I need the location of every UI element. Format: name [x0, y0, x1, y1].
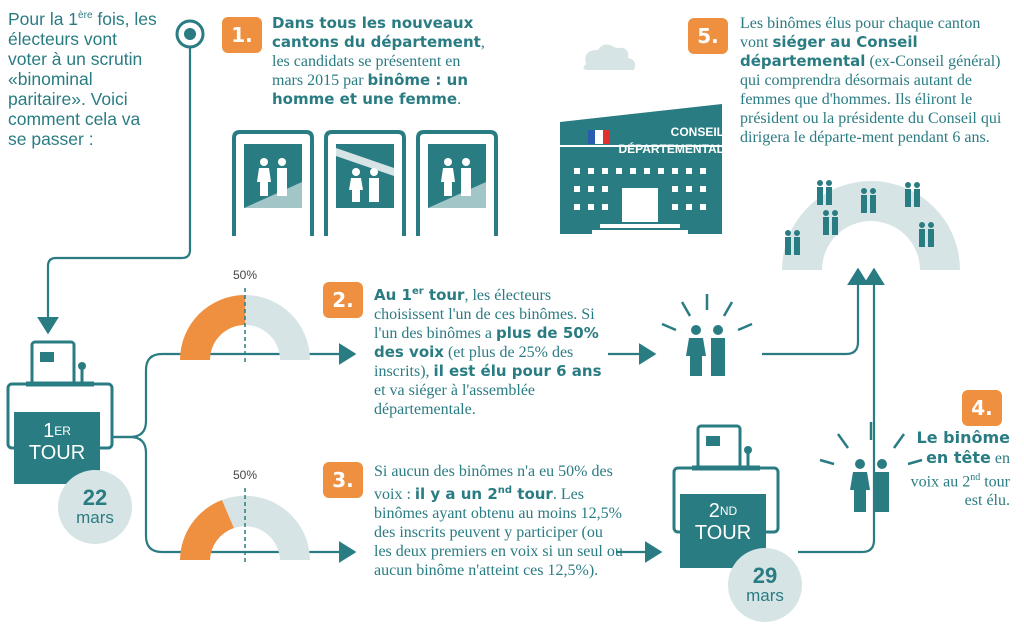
step2-badge: 2.: [323, 282, 363, 318]
elected-couple-icon-2: [819, 422, 923, 512]
step3-50pct-label: 50%: [233, 468, 258, 482]
assembly-hemicycle: [782, 180, 960, 270]
conseil-departemental-building: [560, 44, 722, 234]
voting-booths-illustration: [232, 130, 498, 236]
step3-badge: 3.: [323, 462, 363, 498]
step5-badge: 5.: [688, 18, 728, 54]
intro-text: Pour la 1ère fois, les électeurs vont vo…: [8, 8, 157, 149]
step1-badge: 1.: [222, 17, 262, 53]
step1-text: Dans tous les nouveaux cantons du départ…: [272, 14, 485, 108]
step3-text: Si aucun des binômes n'a eu 50% des voix…: [374, 463, 623, 579]
step4-text: Le binôme en tête en voix au 2nd tour es…: [910, 428, 1010, 510]
step4-badge: 4.: [962, 390, 1002, 426]
step2-gauge: [180, 288, 310, 364]
step2-50pct-label: 50%: [233, 268, 258, 282]
step3-gauge: [180, 488, 310, 564]
step5-text: Les binômes élus pour chaque canton vont…: [740, 15, 1002, 146]
elected-couple-icon-1: [661, 294, 753, 376]
step2-text: Au 1er tour, les électeurs choisissent l…: [374, 286, 602, 418]
